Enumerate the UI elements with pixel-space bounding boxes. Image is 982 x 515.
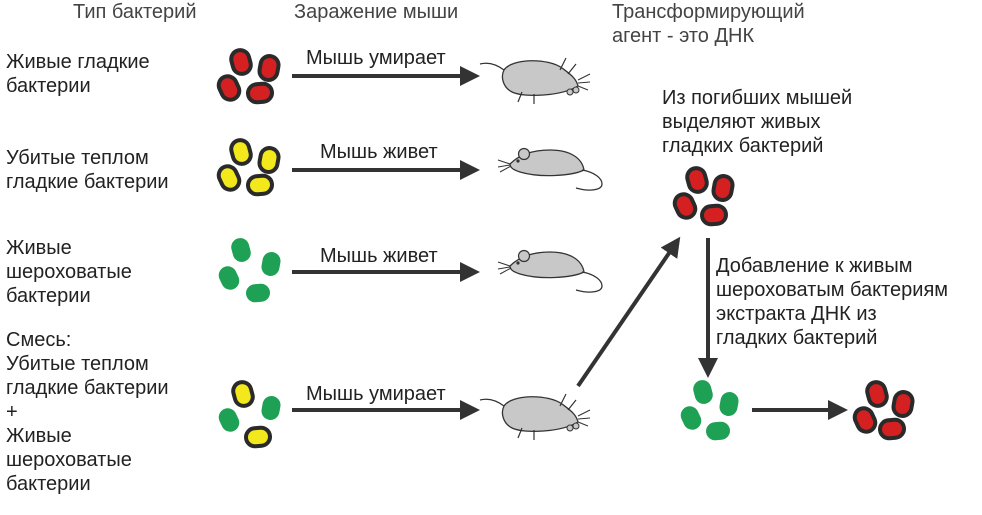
live-mouse-row2-icon — [497, 147, 603, 191]
outcome-label-row1: Мышь умирает — [306, 47, 446, 69]
header-bacteria-type: Тип бактерий — [73, 1, 197, 23]
row-label-mixture: Смесь: Убитые теплом гладкие бактерии + … — [6, 329, 169, 495]
bacteria-cluster-isolated-smooth — [672, 166, 735, 227]
dead-mouse-row4-icon — [479, 393, 591, 441]
outcome-label-row4: Мышь умирает — [306, 383, 446, 405]
row-label-live-rough: Живые шероховатые бактерии — [6, 237, 132, 307]
live-mouse-row3-icon — [497, 249, 603, 293]
row-label-heat-killed-smooth: Убитые теплом гладкие бактерии — [6, 147, 169, 193]
bacteria-cluster-live-smooth — [216, 48, 281, 105]
bacteria-cluster-transformed — [852, 380, 915, 441]
note-isolated-from-dead-mice: Из погибших мышей выделяют живых гладких… — [662, 87, 853, 157]
outcome-label-row3: Мышь живет — [320, 245, 438, 267]
bacteria-cluster-heat-killed-smooth — [216, 138, 281, 197]
bacteria-cluster-rough-before — [680, 380, 739, 441]
arrow-to-isolated — [576, 236, 681, 388]
bacteria-cluster-mixture — [218, 380, 281, 449]
row-label-live-smooth: Живые гладкие бактерии — [6, 51, 150, 97]
header-transforming-agent: Трансформирующий агент - это ДНК — [612, 1, 805, 47]
outcome-label-row2: Мышь живет — [320, 141, 438, 163]
header-mouse-infection: Заражение мыши — [294, 1, 459, 23]
bacteria-cluster-live-rough — [218, 238, 281, 303]
dead-mouse-row1-icon — [479, 57, 591, 105]
note-dna-extract-added: Добавление к живым шероховатым бактериям… — [716, 255, 949, 349]
